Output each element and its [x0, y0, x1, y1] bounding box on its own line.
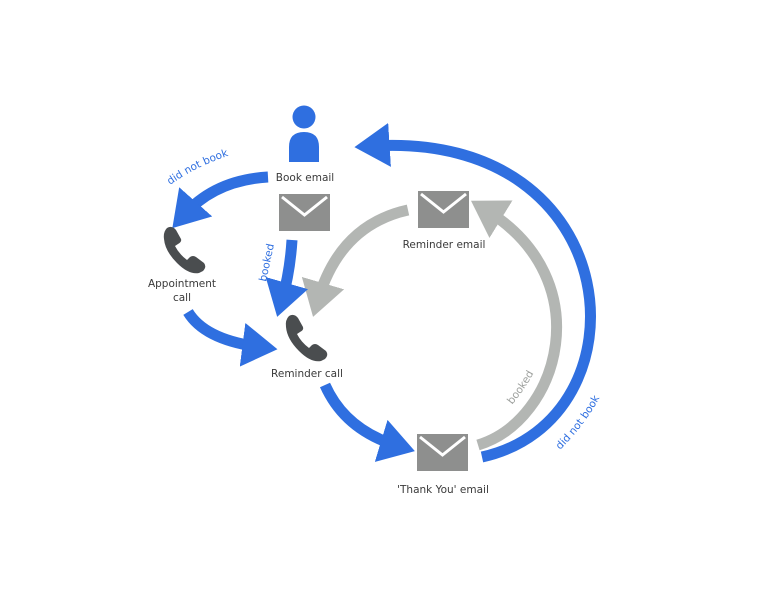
arrow-appointment-call-to-reminder-call — [183, 308, 278, 367]
envelope-icon — [417, 434, 468, 471]
arrow-reminder-email-to-reminder-call — [301, 204, 410, 317]
reminder-call-label: Reminder call — [271, 368, 343, 380]
phone-icon — [285, 314, 328, 362]
arrow-thankyou-to-person-did-not-book — [354, 122, 596, 463]
arrow-book-email-to-reminder-call — [265, 239, 308, 317]
appointment-call-label-line2: call — [173, 292, 191, 304]
arrow-thankyou-to-reminder-email — [471, 200, 563, 451]
appointment-call-label-line1: Appointment — [148, 278, 216, 290]
booked-label-left: booked — [257, 243, 277, 283]
person-icon — [289, 105, 319, 162]
arrow-reminder-call-to-thankyou-email — [319, 382, 415, 462]
book-email-label: Book email — [276, 172, 334, 184]
arrow-book-email-to-appointment-call — [172, 171, 269, 229]
phone-icon — [163, 226, 206, 274]
reminder-email-label: Reminder email — [403, 239, 486, 251]
thankyou-email-label: 'Thank You' email — [397, 484, 489, 496]
did-not-book-label-left: did not book — [165, 147, 231, 188]
envelope-icon — [418, 191, 469, 228]
envelope-icon — [279, 194, 330, 231]
